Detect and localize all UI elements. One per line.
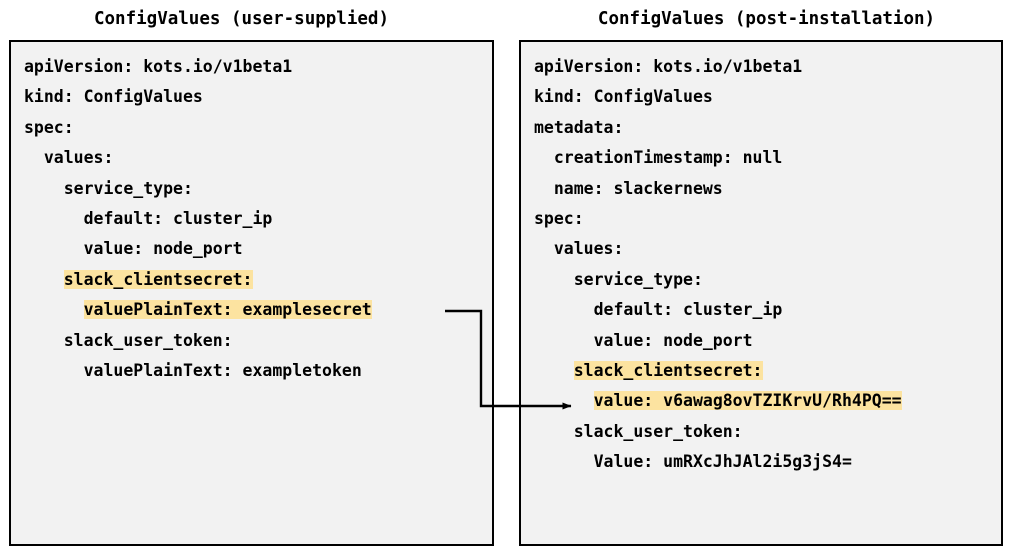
code-line: slack_clientsecret: (534, 356, 1001, 386)
code-indent (534, 391, 594, 410)
code-line: spec: (534, 208, 584, 228)
code-line: creationTimestamp: null (534, 148, 783, 168)
code-line: valuePlainText: exampletoken (24, 360, 362, 380)
highlighted-text: valuePlainText: examplesecret (83, 300, 372, 320)
code-line: slack_clientsecret: (24, 265, 492, 295)
code-line: apiVersion: kots.io/v1beta1 (534, 57, 803, 76)
code-line: slack_user_token: (534, 421, 743, 441)
panel-title-post-installation: ConfigValues (post-installation) (597, 9, 936, 29)
panel-user-supplied: ConfigValues (user-supplied) apiVersion:… (0, 0, 503, 559)
code-line: values: (24, 148, 114, 168)
code-line: service_type: (24, 178, 193, 198)
code-line: default: cluster_ip (24, 208, 273, 228)
code-line: default: cluster_ip (534, 300, 783, 320)
code-lines-post-installation: apiVersion: kots.io/v1beta1 kind: ConfigV… (534, 52, 1001, 477)
highlighted-text: slack_clientsecret: (573, 360, 763, 380)
code-lines-user-supplied: apiVersion: kots.io/v1beta1 kind: ConfigV… (24, 52, 492, 386)
code-line: kind: ConfigValues (24, 87, 203, 107)
code-box-user-supplied: apiVersion: kots.io/v1beta1 kind: ConfigV… (9, 40, 494, 546)
code-line: spec: (24, 117, 74, 137)
code-line: slack_user_token: (24, 330, 233, 350)
code-line: Value: umRXcJhJAl2i5g3jS4= (534, 452, 852, 472)
code-line: apiVersion: kots.io/v1beta1 (24, 57, 293, 76)
code-indent (534, 361, 574, 380)
highlighted-text: value: v6awag8ovTZIKrvU/Rh4PQ== (593, 391, 902, 411)
code-line: valuePlainText: examplesecret (24, 295, 492, 325)
panel-title-user-supplied: ConfigValues (user-supplied) (93, 9, 389, 29)
code-line: name: slackernews (534, 178, 723, 198)
panel-post-installation: ConfigValues (post-installation) apiVers… (510, 0, 1019, 559)
code-line: kind: ConfigValues (534, 87, 713, 107)
code-line: values: (534, 239, 624, 259)
code-line: value: node_port (24, 239, 243, 259)
highlighted-text: slack_clientsecret: (63, 269, 253, 289)
code-line: service_type: (534, 269, 703, 289)
code-line: metadata: (534, 117, 624, 137)
code-indent (24, 300, 84, 319)
code-line: value: v6awag8ovTZIKrvU/Rh4PQ== (534, 386, 1001, 416)
code-box-post-installation: apiVersion: kots.io/v1beta1 kind: ConfigV… (519, 40, 1003, 546)
code-line: value: node_port (534, 330, 753, 350)
code-indent (24, 270, 64, 289)
